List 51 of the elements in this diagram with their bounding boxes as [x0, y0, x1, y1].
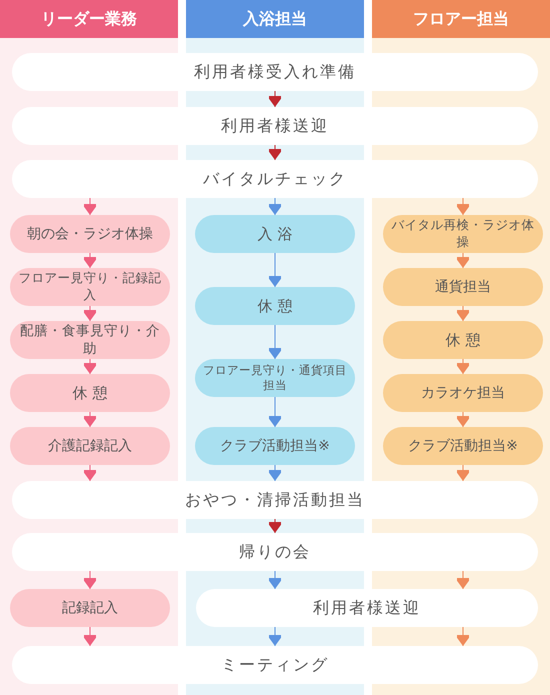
task-box: カラオケ担当	[383, 374, 543, 412]
lane-header: フロアー担当	[372, 0, 550, 38]
arrow	[82, 198, 98, 216]
arrow	[82, 252, 98, 268]
arrow	[267, 570, 283, 590]
arrow	[82, 570, 98, 590]
arrow	[82, 306, 98, 322]
task-box: 入 浴	[195, 215, 355, 253]
arrow	[267, 198, 283, 216]
arrow	[267, 324, 283, 360]
step-box: バイタルチェック	[12, 160, 538, 198]
arrow	[455, 198, 471, 216]
step-box: ミーティング	[12, 646, 538, 684]
arrow	[267, 518, 283, 534]
arrow	[455, 626, 471, 646]
task-box: 休 憩	[383, 321, 543, 359]
step-box: おやつ・清掃活動担当	[12, 481, 538, 519]
step-box: 利用者様送迎	[196, 589, 538, 627]
arrow	[455, 306, 471, 322]
task-box: フロアー見守り・通貨項目担当	[195, 359, 355, 397]
lane-header: リーダー業務	[0, 0, 178, 38]
task-box: フロアー見守り・記録記入	[10, 268, 170, 306]
task-box: 通貨担当	[383, 268, 543, 306]
arrow	[455, 464, 471, 482]
task-box: クラブ活動担当※	[383, 427, 543, 465]
lane-header: 入浴担当	[186, 0, 364, 38]
task-box: バイタル再検・ラジオ体操	[383, 215, 543, 253]
step-box: 利用者様受入れ準備	[12, 53, 538, 91]
arrow	[455, 358, 471, 374]
arrow	[267, 252, 283, 288]
step-box: 利用者様送迎	[12, 107, 538, 145]
arrow	[267, 396, 283, 428]
task-box: 介護記録記入	[10, 427, 170, 465]
step-box: 帰りの会	[12, 533, 538, 571]
task-box: 朝の会・ラジオ体操	[10, 215, 170, 253]
arrow	[267, 90, 283, 108]
task-box: 配膳・食事見守り・介助	[10, 321, 170, 359]
arrow	[455, 252, 471, 268]
arrow	[455, 570, 471, 590]
arrow	[267, 464, 283, 482]
task-box: 休 憩	[195, 287, 355, 325]
task-box: クラブ活動担当※	[195, 427, 355, 465]
arrow	[267, 626, 283, 646]
task-box: 記録記入	[10, 589, 170, 627]
task-box: 休 憩	[10, 374, 170, 412]
arrow	[82, 412, 98, 428]
arrow	[267, 144, 283, 160]
arrow	[455, 412, 471, 428]
arrow	[82, 358, 98, 374]
arrow	[82, 626, 98, 646]
arrow	[82, 464, 98, 482]
